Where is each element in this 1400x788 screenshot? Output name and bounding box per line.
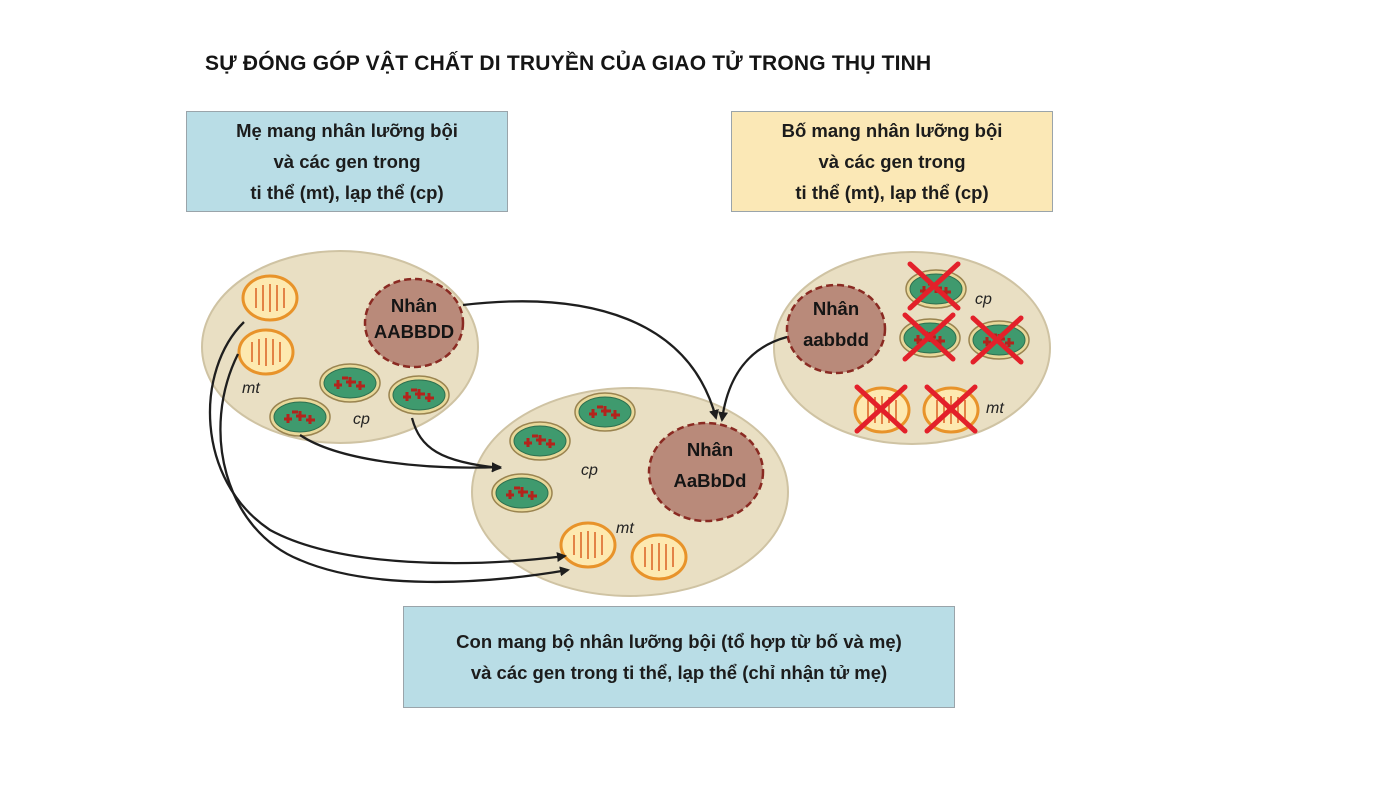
arrow-mother-mitochondrion — [219, 353, 570, 584]
child-genotype: AaBbDd — [674, 470, 747, 491]
mother-info-line-3: ti thể (mt), lạp thể (cp) — [250, 182, 444, 203]
father-cp-label: cp — [975, 291, 992, 308]
arrow-mother-chloroplast — [410, 417, 502, 473]
child-chloroplast-icon — [508, 420, 572, 462]
child-mitochondrion-icon — [559, 521, 617, 569]
mother-cell: Nhân AABBDD mt cp — [201, 250, 479, 444]
father-info-box: Bố mang nhân lưỡng bội và các gen trong … — [731, 111, 1053, 212]
child-info-box: Con mang bộ nhân lưỡng bội (tổ hợp từ bố… — [403, 606, 955, 708]
father-info-line-2: và các gen trong — [818, 151, 966, 172]
child-chloroplast-icon — [573, 391, 637, 433]
father-cell: Nhân aabbdd cp mt — [773, 251, 1051, 445]
arrow-father-nucleus — [718, 335, 788, 422]
child-info-line-1: Con mang bộ nhân lưỡng bội (tổ hợp từ bố… — [456, 631, 902, 652]
child-cell: Nhân AaBbDd cp mt — [471, 387, 789, 597]
father-info-line-3: ti thể (mt), lạp thể (cp) — [795, 182, 989, 203]
mother-chloroplast-icon — [387, 374, 451, 416]
child-cp-label: cp — [581, 462, 598, 479]
father-mt-label: mt — [986, 400, 1004, 417]
arrow-mother-mitochondrion — [208, 321, 567, 565]
mother-cp-label: cp — [353, 411, 370, 428]
mother-info-line-2: và các gen trong — [273, 151, 421, 172]
mother-nucleus-label: Nhân — [391, 295, 437, 316]
child-mitochondrion-icon — [630, 533, 688, 581]
child-nucleus-label: Nhân — [687, 439, 733, 460]
mother-mt-label: mt — [242, 380, 260, 397]
mother-chloroplast-icon — [268, 396, 332, 438]
page-title: SỰ ĐÓNG GÓP VẬT CHẤT DI TRUYỀN CỦA GIAO … — [205, 52, 932, 75]
child-chloroplast-icon — [490, 472, 554, 514]
mother-chloroplast-icon — [318, 362, 382, 404]
father-info-line-1: Bố mang nhân lưỡng bội — [781, 120, 1003, 141]
mother-genotype: AABBDD — [374, 321, 454, 342]
mother-mitochondrion-icon — [237, 328, 295, 376]
arrow-mother-chloroplast — [299, 434, 502, 473]
mother-nucleus — [363, 277, 465, 369]
mother-info-line-1: Mẹ mang nhân lưỡng bội — [236, 120, 458, 141]
father-nucleus-label: Nhân — [813, 298, 859, 319]
child-nucleus — [647, 421, 765, 523]
father-genotype: aabbdd — [803, 329, 869, 350]
arrow-mother-nucleus — [462, 300, 719, 420]
mother-info-box: Mẹ mang nhân lưỡng bội và các gen trong … — [186, 111, 508, 212]
mother-mitochondrion-icon — [241, 274, 299, 322]
child-info-line-2: và các gen trong ti thể, lạp thể (chỉ nh… — [470, 662, 888, 683]
child-mt-label: mt — [616, 520, 634, 537]
father-nucleus — [785, 283, 887, 375]
